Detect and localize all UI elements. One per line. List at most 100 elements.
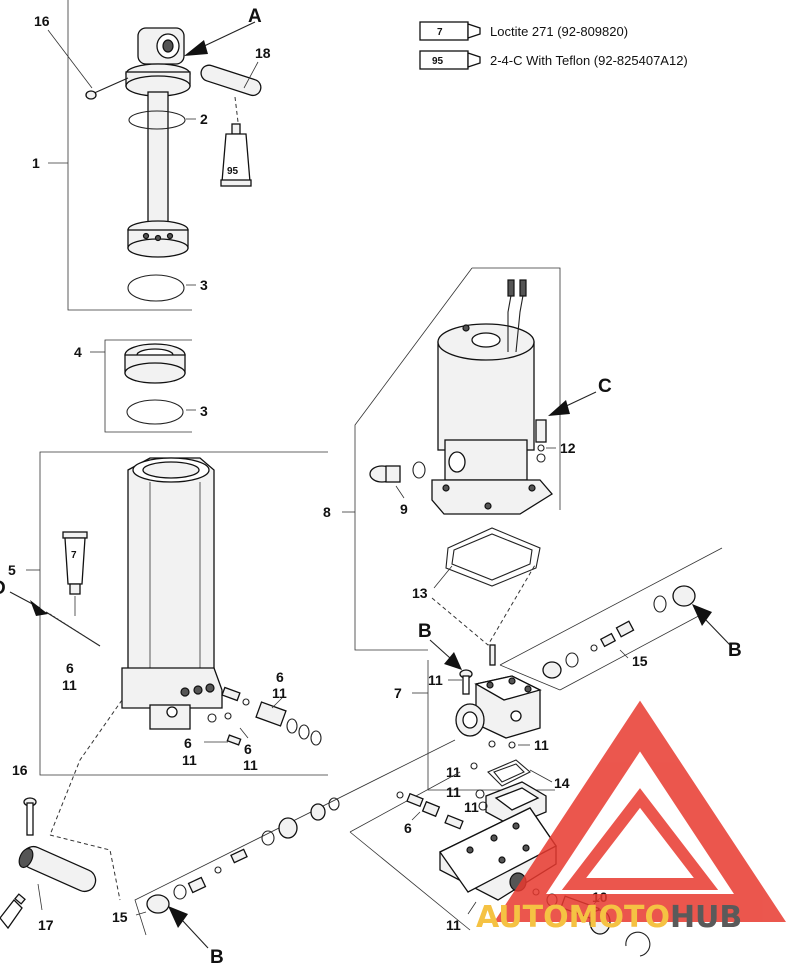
callout-1: 1 (32, 155, 40, 171)
callout-3: 3 (200, 277, 208, 293)
tube-icon (419, 21, 469, 41)
callout-7: 7 (394, 685, 402, 701)
legend-text: 2-4-C With Teflon (92-825407A12) (490, 53, 688, 68)
o-ring-2 (128, 110, 186, 130)
loctite-tube-7: 7 (62, 531, 88, 595)
arrow-b-mid (444, 652, 462, 670)
callout-17: 17 (38, 917, 54, 933)
callout-6-low: 6 (184, 735, 192, 751)
memory-piston (124, 343, 186, 384)
group-bracket-1 (67, 0, 192, 311)
trim-cylinder (121, 457, 223, 730)
callout-11-c: 11 (446, 764, 461, 780)
callout-12: 12 (560, 440, 576, 456)
callout-11-left: 11 (62, 677, 77, 693)
group-bracket-15-lower (134, 739, 456, 936)
watermark-hub: HUB (670, 900, 742, 935)
callout-6-mid: 6 (276, 669, 284, 685)
callout-18: 18 (255, 45, 271, 61)
ram-piston (127, 220, 189, 258)
letter-d: D (0, 578, 6, 599)
pump-manifold (455, 675, 542, 748)
ram-shaft (147, 91, 169, 233)
callout-15-upper: 15 (632, 653, 648, 669)
callout-4: 4 (74, 344, 82, 360)
callout-9: 9 (400, 501, 408, 517)
watermark-auto: AUTO (476, 900, 569, 935)
callout-3b: 3 (200, 403, 208, 419)
callout-11-e: 11 (464, 799, 479, 815)
callout-8: 8 (323, 504, 331, 520)
arrow-b-upper (692, 604, 712, 626)
dash-guide-13 (431, 564, 536, 646)
valve-parts-cylinder (207, 686, 322, 746)
ram-top-eye (125, 27, 191, 97)
pump-motor (431, 323, 553, 515)
callout-11-low: 11 (182, 752, 197, 768)
callout-5: 5 (8, 562, 16, 578)
letter-a: A (248, 6, 262, 27)
screw-11-mid (459, 669, 473, 695)
arrow-d (30, 600, 48, 616)
pin-17 (18, 845, 97, 893)
bolt-d (45, 611, 101, 647)
watermark-triangle (494, 700, 786, 922)
legend-item-loctite: 7 Loctite 271 (92-809820) (419, 21, 628, 41)
watermark-text: AUTOMOTOHUB (476, 900, 742, 935)
arrow-a (184, 40, 208, 56)
callout-11-b: 11 (534, 737, 549, 753)
callout-6-left: 6 (66, 660, 74, 676)
manifold-parts-lower (146, 797, 340, 914)
seal-ring-3 (127, 274, 185, 302)
grease-tube-95: 95 (220, 123, 252, 187)
callout-11-mid: 11 (272, 685, 287, 701)
arrow-b-lower (168, 906, 188, 928)
motor-leads (507, 279, 527, 353)
seal-ring-3b (126, 399, 184, 425)
grease-tube-small (0, 893, 26, 930)
legend-text: Loctite 271 (92-809820) (490, 24, 628, 39)
manifold-parts-upper (542, 585, 696, 679)
letter-b-lower: B (210, 947, 224, 968)
screw-16-top (85, 77, 129, 100)
callout-13: 13 (412, 585, 428, 601)
ball-check (475, 789, 488, 811)
watermark-logo (494, 700, 786, 922)
callout-11-right: 11 (243, 757, 258, 773)
letter-b-mid: B (418, 621, 432, 642)
group-bracket-4 (104, 339, 192, 433)
legend-code: 7 (437, 27, 443, 38)
callout-15-lower: 15 (112, 909, 128, 925)
gasket-13 (445, 527, 541, 587)
letter-b-upper: B (728, 640, 742, 661)
tube-icon (419, 50, 469, 70)
fill-plug-9 (369, 461, 426, 483)
callout-2: 2 (200, 111, 208, 127)
screw-16-bottom (23, 797, 37, 836)
group-bracket-11 (349, 771, 461, 833)
callout-11-a: 11 (428, 672, 443, 688)
callout-16-bottom: 16 (12, 762, 28, 778)
legend-code: 95 (432, 56, 444, 67)
arrow-c (548, 400, 570, 416)
tube-label-7: 7 (71, 550, 77, 561)
callout-11-d: 11 (446, 784, 461, 800)
callout-14: 14 (554, 775, 570, 791)
callout-6-right: 6 (244, 741, 252, 757)
dowel-pin (489, 644, 496, 666)
letter-c: C (598, 376, 612, 397)
group-bracket-8 (354, 267, 473, 651)
tube-label-95: 95 (227, 166, 239, 177)
callout-16-top: 16 (34, 13, 50, 29)
valve-6-base (396, 791, 464, 830)
pin-18 (200, 64, 262, 97)
screw-12 (535, 419, 547, 463)
legend-item-grease: 95 2-4-C With Teflon (92-825407A12) (419, 50, 688, 70)
group-bracket-15-upper (499, 547, 723, 666)
callout-6-base: 6 (404, 820, 412, 836)
dash-guide-1 (49, 699, 123, 836)
watermark-moto: MOTO (569, 900, 670, 935)
callout-11-f: 11 (446, 917, 461, 933)
